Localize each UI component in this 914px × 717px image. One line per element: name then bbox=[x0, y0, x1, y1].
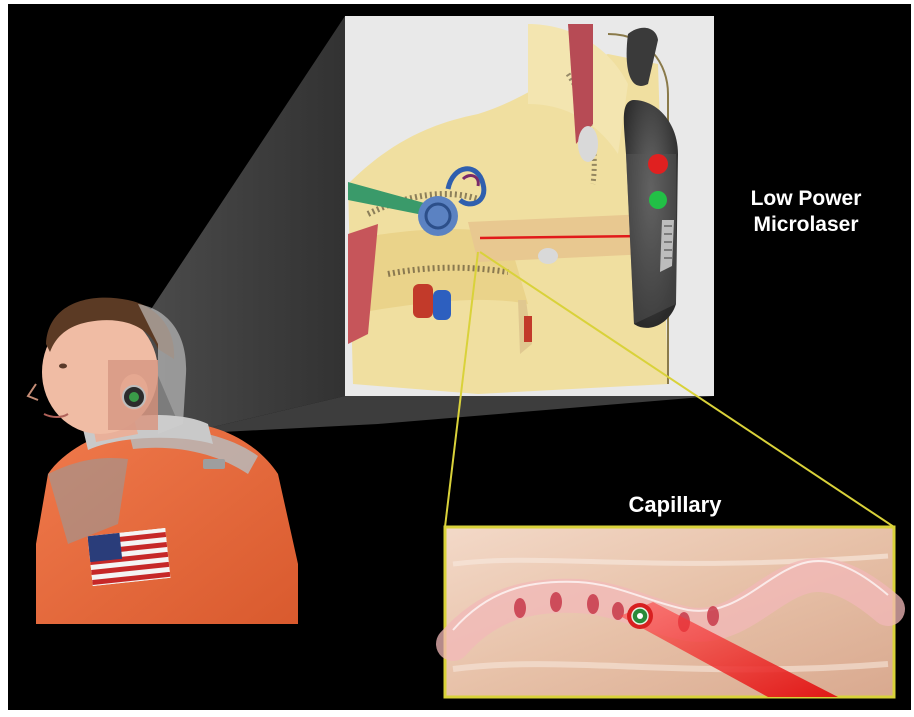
illustration bbox=[8, 4, 911, 710]
capillary-label: Capillary bbox=[600, 492, 750, 518]
ear-anatomy-panel bbox=[345, 16, 714, 396]
microlaser-label: Low Power Microlaser bbox=[720, 186, 892, 238]
flag-patch bbox=[88, 528, 171, 586]
indicator-red-icon bbox=[648, 154, 668, 174]
capillary-panel bbox=[445, 527, 894, 697]
ear-device bbox=[123, 386, 145, 408]
microlaser-label-line2: Microlaser bbox=[720, 212, 892, 238]
microlaser-label-line1: Low Power bbox=[720, 186, 892, 212]
nanoparticle bbox=[627, 603, 653, 629]
indicator-green-icon bbox=[649, 191, 667, 209]
diagram-canvas: Low Power Microlaser Capillary bbox=[8, 4, 911, 710]
